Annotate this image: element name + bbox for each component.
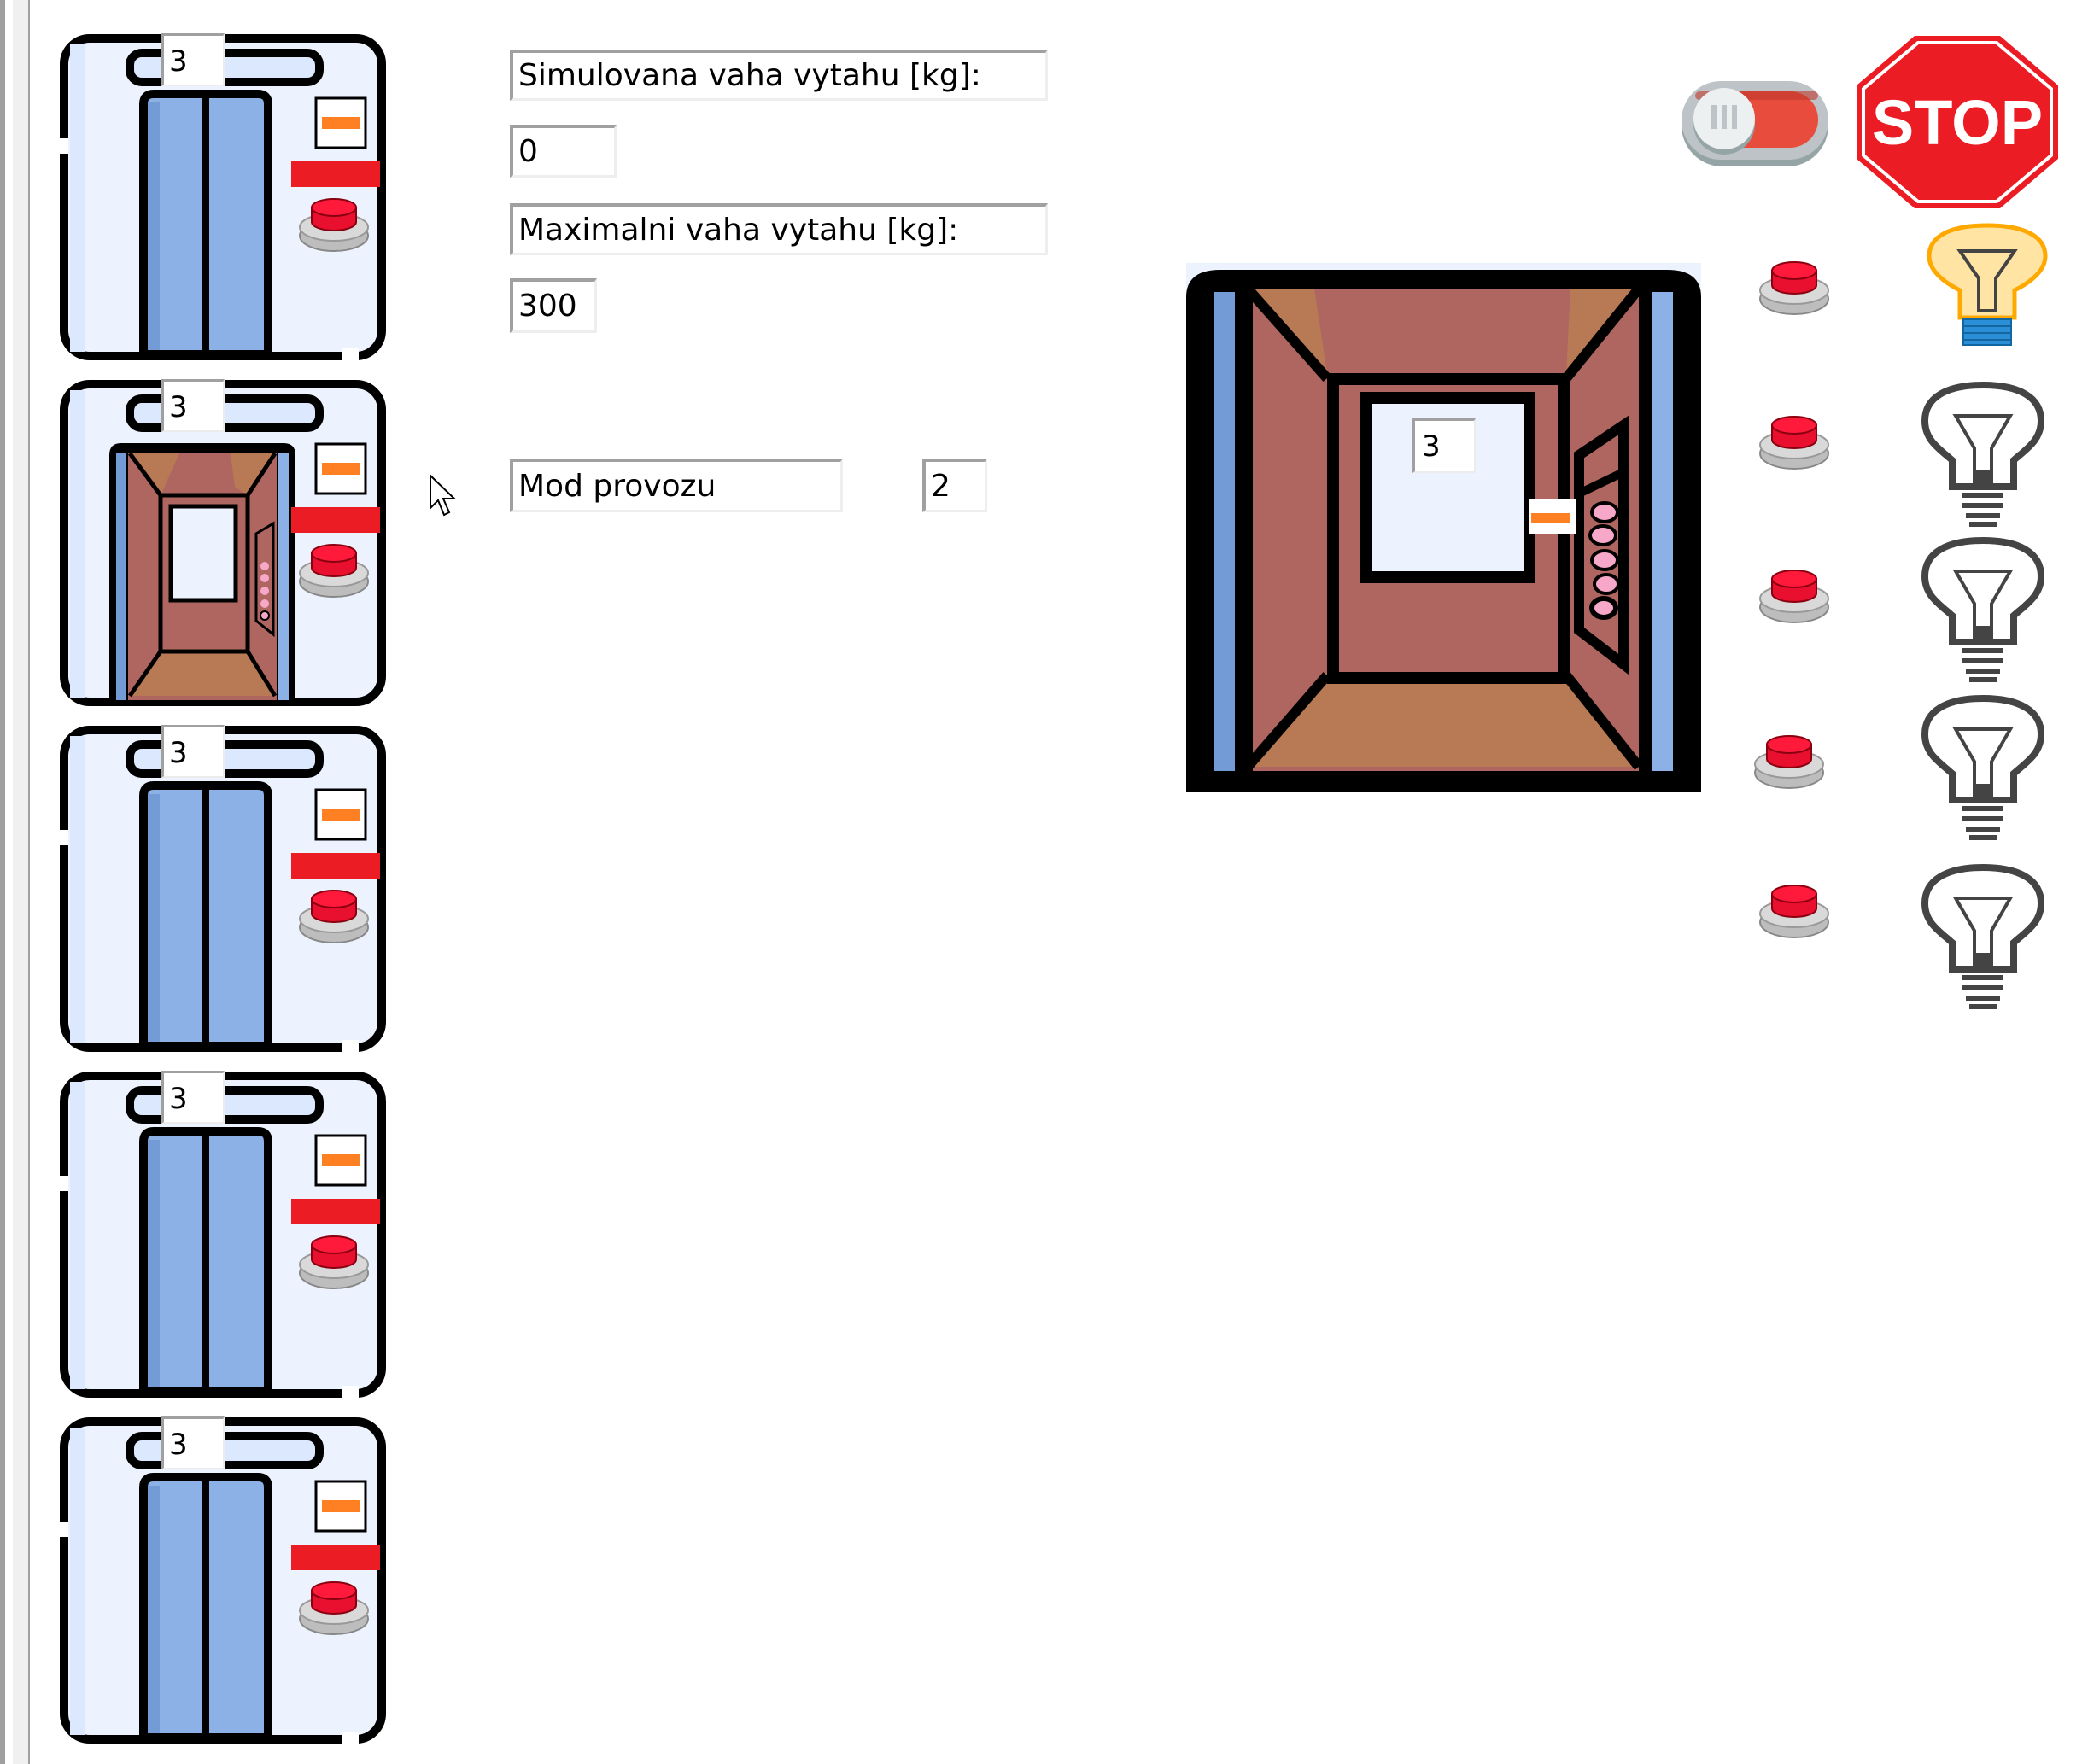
floor-display: 3 xyxy=(161,1416,225,1469)
simulated-weight-input[interactable]: 0 xyxy=(510,125,617,178)
emergency-stop-button[interactable]: STOP xyxy=(1855,34,2060,210)
light-bulb-off-icon xyxy=(1921,693,2045,843)
floor-5-elevator[interactable]: 3 xyxy=(60,1416,386,1744)
window-left-frame xyxy=(13,0,30,1764)
mode-input[interactable]: 2 xyxy=(922,459,987,512)
idle-dash-icon xyxy=(1531,513,1570,523)
elevator-interior-icon xyxy=(1186,263,1701,792)
floor-display: 3 xyxy=(161,725,225,778)
floor-3-elevator[interactable]: 3 xyxy=(60,725,386,1052)
mode-label-field[interactable]: Mod provozu xyxy=(510,459,843,512)
light-bulb-off-icon xyxy=(1921,862,2045,1012)
call-button-floor-3[interactable] xyxy=(1758,564,1830,626)
floor-1-elevator[interactable]: 3 xyxy=(60,33,386,360)
max-weight-input[interactable]: 300 xyxy=(510,278,597,333)
stop-label: STOP xyxy=(1871,86,2044,158)
light-bulb-on-icon xyxy=(1926,222,2050,371)
floor-display: 3 xyxy=(161,1071,225,1124)
light-bulb-off-icon xyxy=(1921,380,2045,529)
call-button-floor-4[interactable] xyxy=(1753,730,1825,791)
floor-display: 3 xyxy=(161,379,225,432)
call-button-floor-5[interactable] xyxy=(1758,879,1830,941)
max-weight-label-field[interactable]: Maximalni vaha vytahu [kg]: xyxy=(510,203,1048,255)
floor-display: 3 xyxy=(161,33,225,86)
floor-2-elevator[interactable]: 3 xyxy=(60,379,386,706)
power-toggle-switch[interactable] xyxy=(1680,79,1830,169)
floor-4-elevator[interactable]: 3 xyxy=(60,1071,386,1398)
stop-sign-icon xyxy=(1857,36,2058,208)
window-left-border xyxy=(0,0,5,1764)
call-button-floor-2[interactable] xyxy=(1758,411,1830,472)
cabin-floor-display: 3 xyxy=(1412,418,1476,473)
mouse-cursor-icon xyxy=(430,474,457,517)
simulated-weight-label-field[interactable]: Simulovana vaha vytahu [kg]: xyxy=(510,50,1048,101)
elevator-cabin-view xyxy=(1186,263,1701,792)
cabin-direction-indicator xyxy=(1529,499,1576,534)
call-button-floor-1[interactable] xyxy=(1758,256,1830,318)
light-bulb-off-icon xyxy=(1921,535,2045,685)
